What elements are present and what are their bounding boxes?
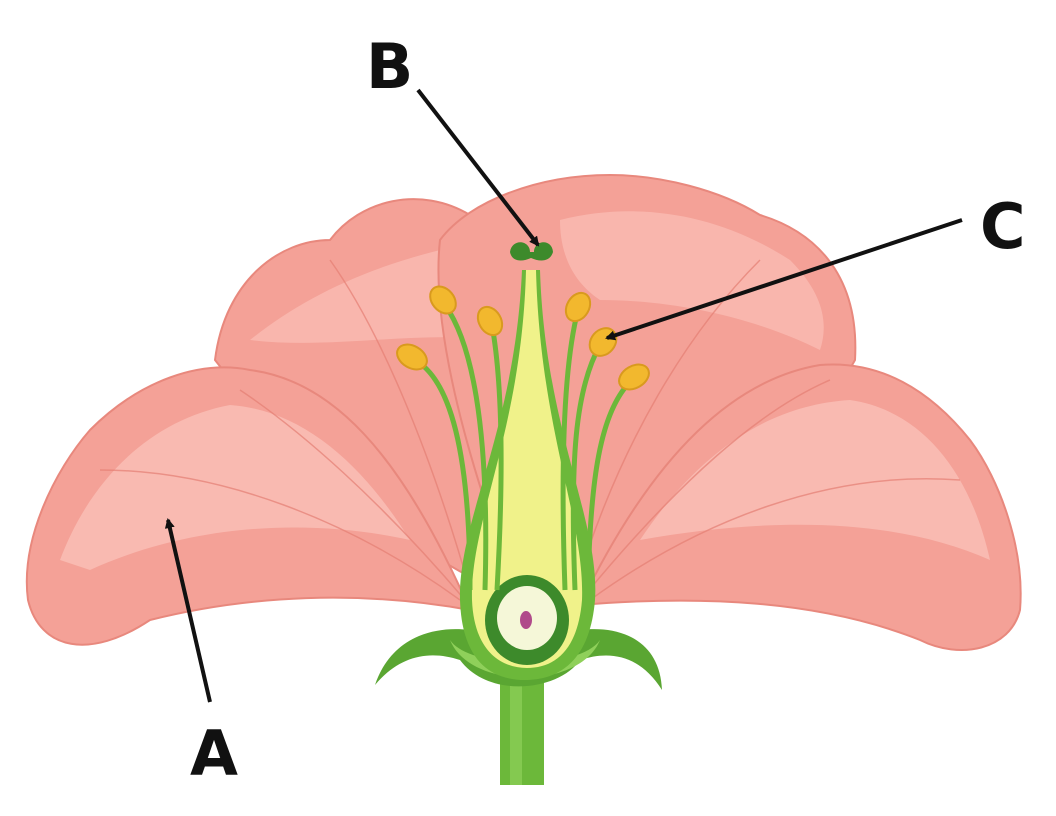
- anther: [396, 343, 428, 371]
- anther: [564, 291, 592, 323]
- stigma: [510, 242, 553, 261]
- label-c: C: [980, 190, 1026, 263]
- anther: [429, 285, 457, 315]
- anther: [476, 305, 504, 337]
- arrow-c: [605, 218, 963, 341]
- label-a: A: [190, 717, 238, 790]
- anther: [618, 363, 650, 391]
- arrow-a: [164, 518, 212, 703]
- stamens: [413, 303, 634, 591]
- label-b: B: [366, 30, 413, 103]
- arrow-b: [416, 88, 540, 247]
- ovule: [520, 611, 532, 629]
